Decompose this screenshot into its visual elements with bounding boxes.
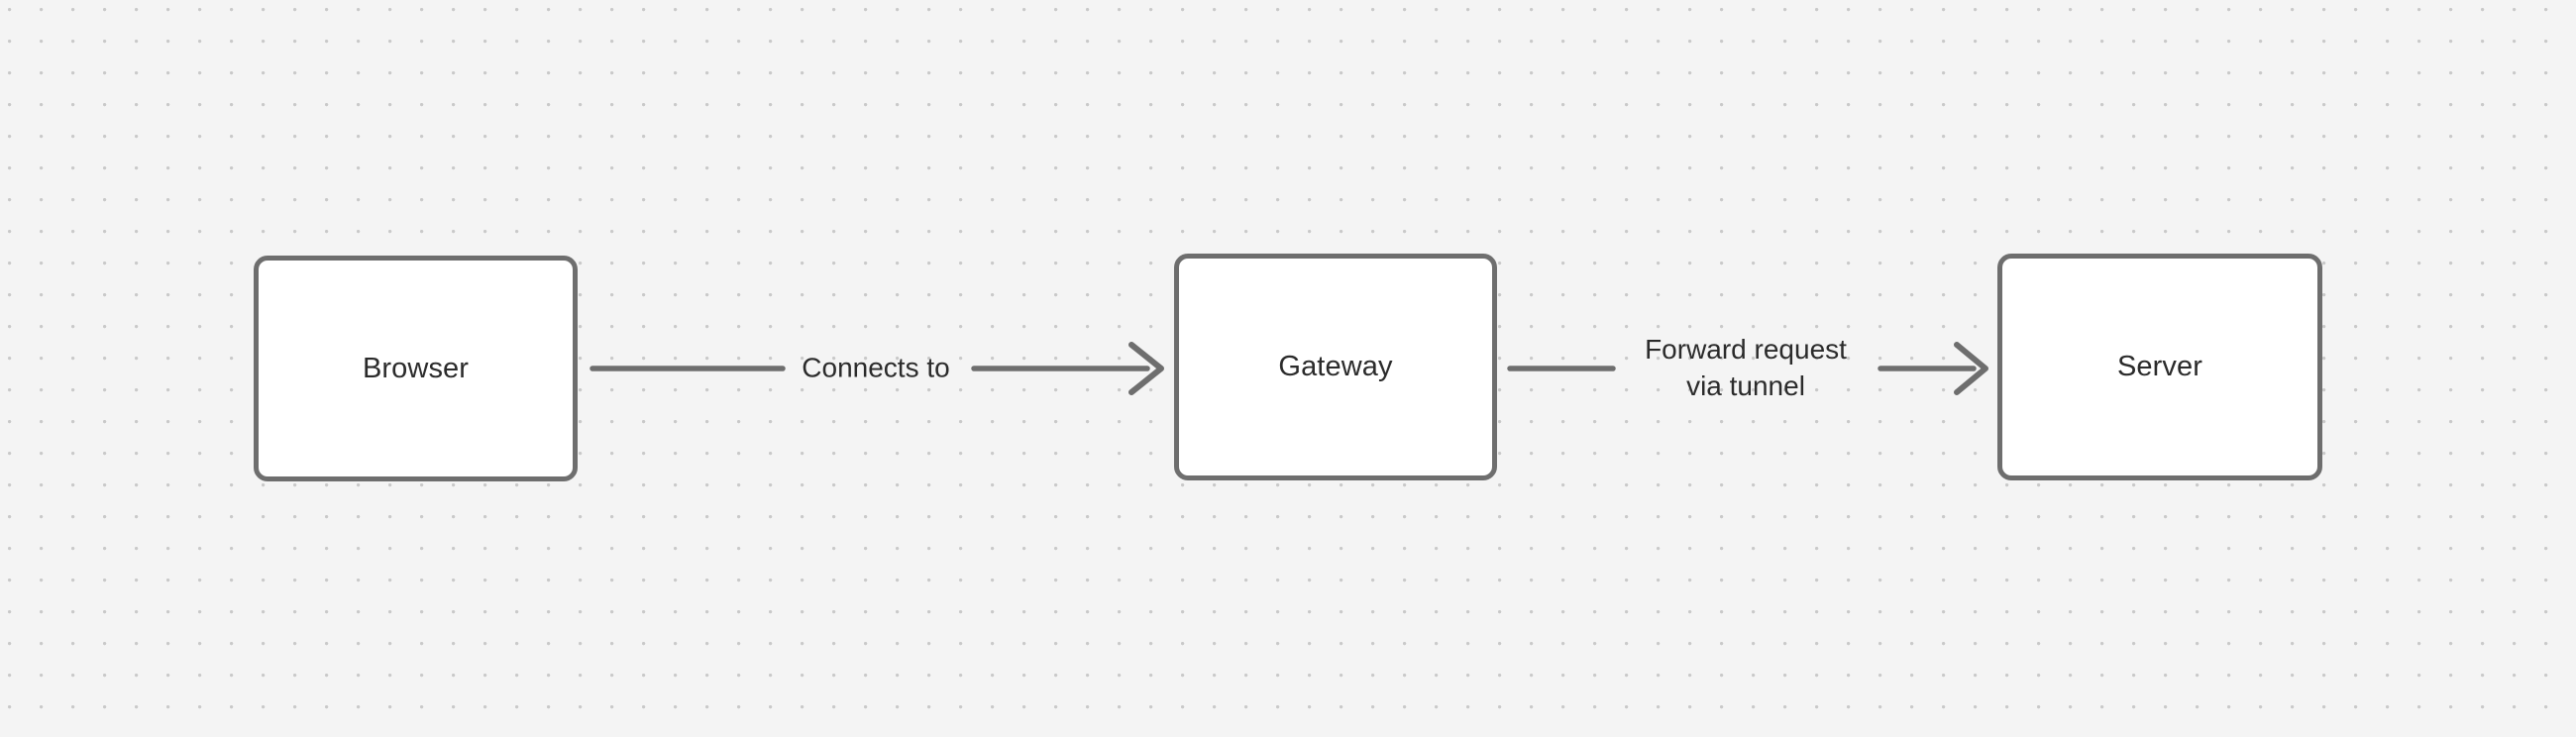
arrowhead-icon xyxy=(1128,342,1164,395)
node-browser-label: Browser xyxy=(362,352,470,384)
edge-label-gateway-to-server[interactable]: Forward request via tunnel xyxy=(1645,334,1847,401)
node-server-label: Server xyxy=(2116,351,2202,383)
arrowhead-icon xyxy=(1954,342,1988,395)
edge-label-browser-to-gateway[interactable]: Connects to xyxy=(802,352,950,383)
node-browser[interactable]: Browser xyxy=(254,256,578,481)
node-server[interactable]: Server xyxy=(1997,254,2322,480)
node-gateway-label: Gateway xyxy=(1278,351,1393,383)
node-gateway[interactable]: Gateway xyxy=(1174,254,1497,480)
